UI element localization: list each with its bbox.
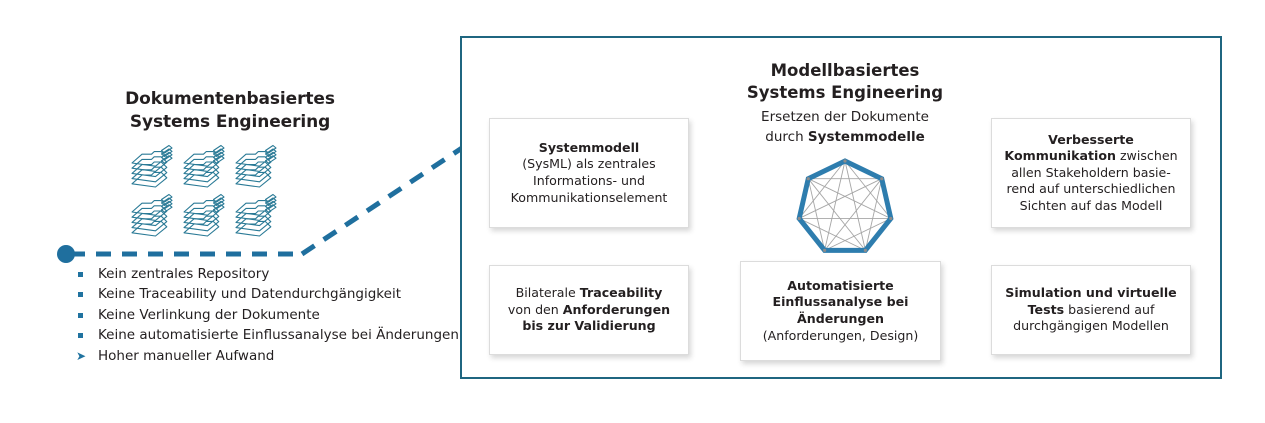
- square-bullet-icon: [78, 272, 83, 277]
- heptagon-outline: [796, 158, 894, 253]
- list-item-label: Keine Traceability und Datendurchgängigk…: [98, 286, 401, 303]
- card-text-line: Kommunikation zwischen: [1004, 148, 1178, 164]
- panel-subtitle-emphasis: Systemmodelle: [807, 128, 925, 145]
- heptagon-network-graphic: [788, 155, 902, 261]
- connector-diagonal-segment: [300, 145, 464, 257]
- arrow-bullet-icon: ➤: [76, 348, 87, 363]
- card-text-line: Verbesserte: [1048, 131, 1134, 147]
- card-text-line: Tests basierend auf: [1027, 301, 1155, 317]
- list-item: Keine Traceability und Datendurchgängigk…: [74, 284, 474, 304]
- card-text-line: Bilaterale Traceability: [515, 285, 663, 301]
- card-text-line: rend auf unterschiedlichen: [1006, 181, 1176, 197]
- document-stack-icon: [131, 144, 173, 188]
- document-stack-icon: [183, 193, 225, 237]
- card-text-line: durchgängigen Modellen: [1013, 318, 1169, 334]
- card-text-line: Einflussanalyse bei: [772, 294, 909, 310]
- panel-title-line-2: Systems Engineering: [746, 83, 944, 103]
- card-text-line: von den Anforderungen: [507, 301, 671, 317]
- document-stack-icon: [235, 144, 277, 188]
- document-stack-icon: [180, 192, 232, 241]
- card-text-line: Simulation und virtuelle: [1005, 285, 1177, 301]
- panel-subtitle: Ersetzen der Dokumente durch Systemmodel…: [700, 108, 990, 147]
- card-text-line: allen Stakeholdern basie-: [1011, 164, 1171, 180]
- card-text-line: Automatisierte: [787, 277, 894, 293]
- square-bullet-icon: [78, 333, 83, 339]
- left-title-line-1: Dokumentenbasiertes: [125, 89, 335, 109]
- list-item: ➤ Hoher manueller Aufwand: [74, 346, 474, 366]
- list-item-label: Hoher manueller Aufwand: [98, 347, 275, 364]
- document-stack-icon: [131, 193, 173, 237]
- document-stack-icon: [235, 193, 277, 237]
- panel-title: Modellbasiertes Systems Engineering: [700, 60, 990, 105]
- card-text-line: Systemmodell: [538, 139, 640, 155]
- panel-subtitle-prefix: durch: [765, 128, 808, 145]
- heptagon-network-svg: [796, 158, 894, 253]
- card-text-line: Sichten auf das Modell: [1019, 197, 1163, 213]
- document-stack-icon: [232, 143, 284, 192]
- panel-subtitle-line-2: durch Systemmodelle: [700, 128, 990, 148]
- document-stack-icon: [232, 192, 284, 241]
- left-title-line-2: Systems Engineering: [129, 111, 331, 132]
- card-text-line: Kommunikationselement: [510, 189, 668, 205]
- panel-subtitle-line-1: Ersetzen der Dokumente: [761, 109, 929, 125]
- card-text-line: (SysML) als zentrales: [522, 156, 656, 172]
- document-stack-grid: [128, 143, 284, 241]
- card-text-line: Änderungen: [797, 311, 884, 326]
- list-item: Keine automatisierte Einflussanalyse bei…: [74, 325, 474, 345]
- document-stack-icon: [128, 143, 180, 192]
- panel-title-line-1: Modellbasiertes: [770, 61, 920, 80]
- square-bullet-icon: [78, 312, 83, 318]
- square-bullet-icon: [78, 292, 83, 298]
- connector-start-dot: [57, 245, 75, 263]
- list-item: Keine Verlinkung der Dokumente: [74, 305, 474, 325]
- card-text-line: Informations- und: [533, 173, 645, 188]
- list-item-label: Keine Verlinkung der Dokumente: [98, 306, 320, 323]
- list-item-label: Keine automatisierte Einflussanalyse bei…: [98, 327, 459, 344]
- list-item-label: Kein zentrales Repository: [98, 266, 270, 282]
- list-item: Kein zentrales Repository: [74, 264, 474, 284]
- card-text-line: bis zur Validierung: [522, 318, 656, 334]
- document-stack-icon: [180, 143, 232, 192]
- left-section-title: Dokumentenbasiertes Systems Engineering: [60, 88, 400, 134]
- card-text-line: (Anforderungen, Design): [762, 327, 919, 343]
- document-stack-icon: [183, 144, 225, 188]
- document-stack-icon: [128, 192, 180, 241]
